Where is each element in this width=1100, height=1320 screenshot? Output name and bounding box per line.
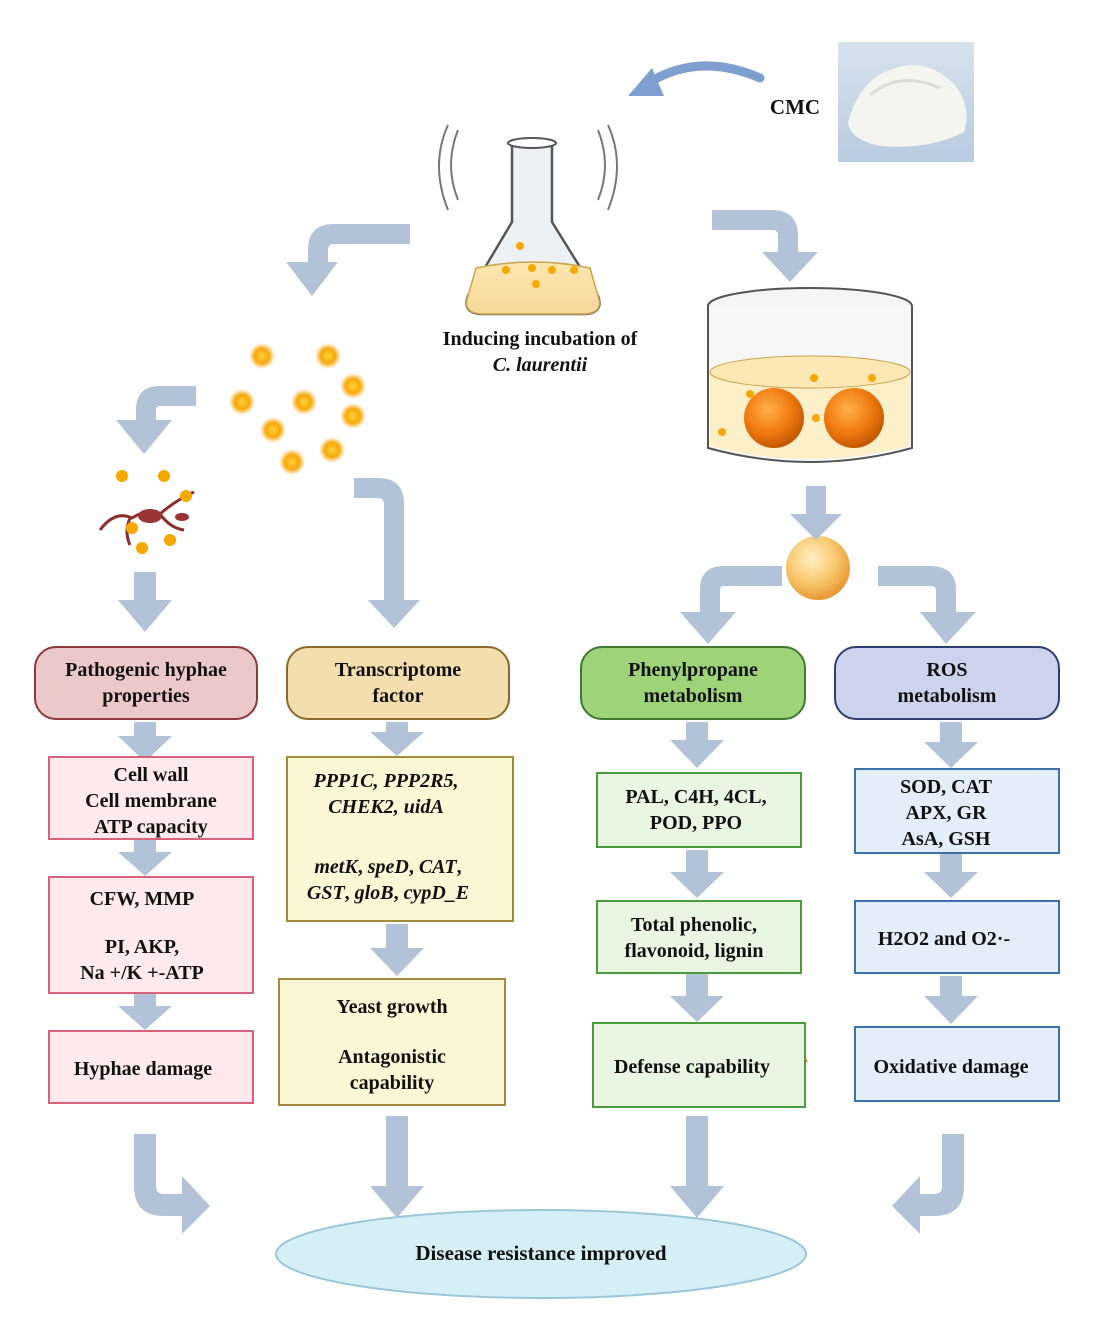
box-line: PI, AKP,: [104, 936, 180, 958]
pathogen-box-damage: Hyphae damage: [48, 1030, 254, 1104]
phenyl-box-enzymes: PAL, C4H, 4CL, POD, PPO: [596, 772, 802, 848]
gene-line: metK, speD, CAT,: [288, 854, 488, 880]
incubation-organism: C. laurentii: [492, 354, 588, 376]
sep: ,: [344, 882, 355, 904]
header-line: Pathogenic hyphae: [65, 659, 227, 681]
flow-arrows: [116, 210, 978, 1234]
gene: metK: [314, 856, 358, 878]
cmc-powder-image: [838, 42, 974, 162]
hyphae-damage-text: Hyphae damage: [73, 1058, 213, 1080]
header-phenylpropane: Phenylpropane metabolism: [580, 646, 806, 720]
sep: ,: [393, 882, 404, 904]
beaker-with-oranges: [707, 287, 913, 463]
header-line: Transcriptome: [334, 659, 462, 681]
box-line: SOD, CAT: [900, 776, 992, 798]
box-line: Cell membrane: [85, 790, 217, 812]
box-line: APX, GR: [905, 802, 987, 824]
header-transcriptome: Transcriptome factor: [286, 646, 510, 720]
gene: speD: [367, 856, 409, 878]
gene-line: PPP1C, PPP2R5,: [313, 770, 459, 792]
cfw-mmp-text: CFW, MMP: [89, 888, 195, 910]
ros-box-species: H2O2 and O2·-: [854, 900, 1060, 974]
pathogen-box-indicators: CFW, MMP PI, AKP, Na +/K +-ATP: [48, 876, 254, 994]
box-line: Antagonistic: [338, 1046, 446, 1068]
gene: cypD_E: [403, 882, 470, 904]
box-line: Total phenolic,: [631, 914, 757, 936]
gene: CAT: [418, 856, 457, 878]
gene-line: GST, gloB, cypD_E: [288, 880, 488, 906]
ros-box-damage: Oxidative damage: [854, 1026, 1060, 1102]
yeast-cells: [229, 343, 366, 475]
transcriptome-box-outcomes: Yeast growth Antagonistic capability: [278, 978, 506, 1106]
box-line: PAL, C4H, 4CL,: [625, 786, 767, 808]
incubation-line-1: Inducing incubation of: [442, 328, 638, 350]
box-line: flavonoid, lignin: [624, 940, 764, 962]
defense-capability-text: Defense capability: [613, 1056, 771, 1078]
box-line: Cell wall: [113, 764, 189, 786]
flask-icon: [438, 124, 618, 316]
cmc-arrow: [628, 61, 765, 96]
box-line: Na +/K +-ATP: [80, 962, 204, 984]
incubation-caption: Inducing incubation of C. laurentii: [420, 326, 660, 378]
sep: ,: [456, 856, 462, 878]
gene: GST: [306, 882, 345, 904]
ros-box-enzymes: SOD, CAT APX, GR AsA, GSH: [854, 768, 1060, 854]
cmc-label: CMC: [769, 95, 821, 119]
box-line: AsA, GSH: [901, 828, 991, 850]
header-line: metabolism: [897, 685, 997, 707]
header-line: Phenylpropane: [628, 659, 758, 681]
result-text: Disease resistance improved: [415, 1241, 667, 1265]
header-pathogenic-hyphae: Pathogenic hyphae properties: [34, 646, 258, 720]
phenyl-box-compounds: Total phenolic, flavonoid, lignin: [596, 900, 802, 974]
header-line: ROS: [926, 659, 968, 681]
header-line: metabolism: [643, 685, 743, 707]
header-line: factor: [372, 685, 424, 707]
pathogen-hyphae-icon: [98, 470, 195, 554]
ros-species-text: H2O2 and O2·-: [877, 928, 1011, 950]
gene-line: CHEK2, uidA: [328, 796, 444, 818]
gene: gloB: [354, 882, 394, 904]
yeast-growth-text: Yeast growth: [336, 996, 448, 1018]
box-line: capability: [349, 1072, 435, 1094]
sep: ,: [408, 856, 419, 878]
transcriptome-box-genes: PPP1C, PPP2R5, CHEK2, uidA metK, speD, C…: [286, 756, 514, 922]
result-ellipse: [275, 1209, 807, 1299]
phenyl-box-defense: Defense capability: [592, 1022, 806, 1108]
header-line: properties: [102, 685, 190, 707]
box-line: POD, PPO: [649, 812, 743, 834]
pathogen-box-cell-properties: Cell wall Cell membrane ATP capacity: [48, 756, 254, 840]
header-ros: ROS metabolism: [834, 646, 1060, 720]
oxidative-damage-text: Oxidative damage: [873, 1056, 1029, 1078]
orange-fruit-icon: [786, 536, 850, 600]
box-line: ATP capacity: [94, 816, 208, 838]
sep: ,: [357, 856, 368, 878]
